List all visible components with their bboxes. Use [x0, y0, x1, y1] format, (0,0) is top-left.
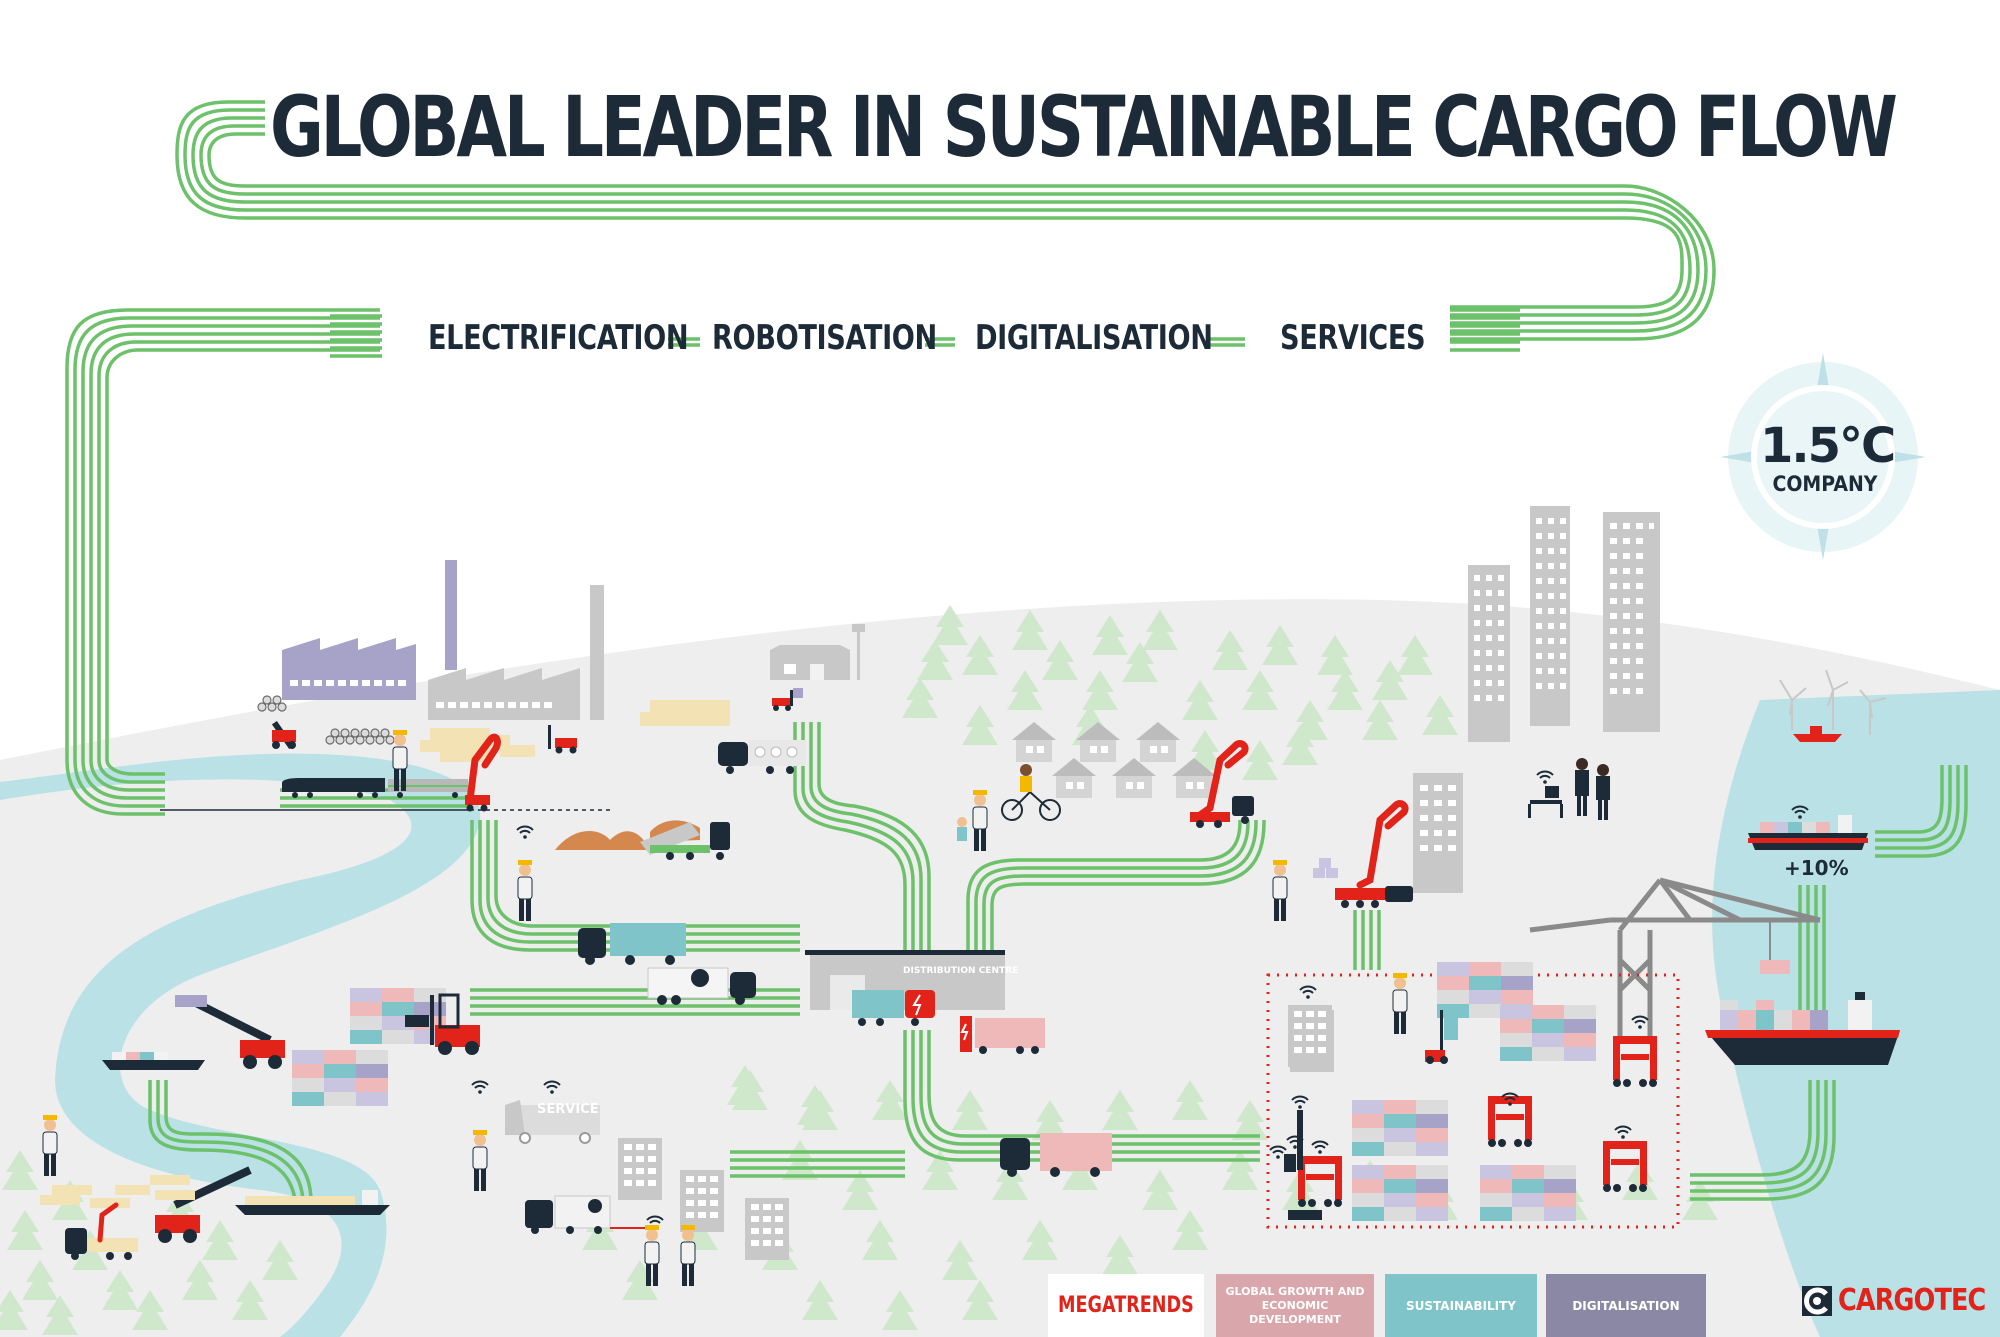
office-workers [1528, 758, 1610, 820]
factory-complex [257, 560, 730, 762]
container-ship-large [1705, 992, 1900, 1065]
legend-global-growth: GLOBAL GROWTH AND ECONOMIC DEVELOPMENT [1216, 1274, 1374, 1337]
charging-post [1284, 1110, 1322, 1220]
megatrend-digitalisation: DIGITALISATION [975, 318, 1213, 358]
badge-label: COMPANY [1772, 472, 1878, 496]
brand: CARGOTEC [1838, 1283, 2000, 1318]
river [0, 753, 481, 1337]
electric-train [160, 778, 610, 811]
heavy-forklift [405, 993, 480, 1055]
service-van [505, 1100, 600, 1144]
brand-name: CARGOTEC [1838, 1283, 1986, 1318]
ship-growth-label: +10% [1784, 856, 1849, 880]
legend-digitalisation: DIGITALISATION [1546, 1274, 1706, 1337]
people-park [957, 764, 1061, 852]
legend-digitalisation-label: DIGITALISATION [1572, 1298, 1680, 1313]
reach-stacker-riverside [175, 995, 285, 1069]
flow-lines [65, 100, 1968, 1201]
megatrend-electrification: ELECTRIFICATION [428, 318, 689, 358]
distribution-centre-label: DISTRIBUTION CENTRE [903, 966, 1019, 976]
legend-megatrends-label: MEGATRENDS [1058, 1293, 1194, 1318]
electric-truck-teal [578, 923, 686, 965]
legend-megatrends: MEGATRENDS [1048, 1274, 1204, 1337]
legend-global-growth-label: GLOBAL GROWTH AND ECONOMIC DEVELOPMENT [1225, 1284, 1365, 1326]
tug-boat [1793, 726, 1842, 742]
ship-to-shore-crane [1529, 877, 1821, 1040]
rail-crane [465, 733, 501, 812]
legend-sustainability-label: SUSTAINABILITY [1406, 1298, 1516, 1313]
barge-lower [235, 1190, 390, 1215]
tanker-truck [718, 740, 806, 774]
service-van-label: SERVICE [537, 1102, 599, 1117]
houses [1012, 722, 1254, 828]
waste-truck [525, 1195, 650, 1234]
legend-megatrends-bg [1048, 1274, 1204, 1337]
skyscrapers [1313, 506, 1660, 908]
wind-turbines [1779, 669, 1887, 735]
compass-icon [1720, 353, 1926, 560]
megatrend-robotisation: ROBOTISATION [712, 318, 937, 358]
riverside-cargo [40, 1175, 195, 1260]
trend-bands [330, 308, 1520, 358]
pink-truck [1000, 1133, 1112, 1177]
hanging-container [1760, 960, 1790, 974]
megatrend-services: SERVICES [1280, 318, 1426, 358]
automated-terminal-zone [1266, 973, 1680, 1229]
dump-truck [555, 820, 730, 860]
page-title: GLOBAL LEADER IN SUSTAINABLE CARGO FLOW [270, 78, 1898, 176]
food-truck [647, 967, 756, 1005]
legend-sustainability: SUSTAINABILITY [1385, 1274, 1537, 1337]
distribution-centre [805, 950, 1045, 1054]
terminal-forklift [1425, 1010, 1458, 1064]
barge-upper [102, 1052, 205, 1070]
container-ship-small [1748, 815, 1868, 850]
warehouse-top [770, 624, 865, 711]
cargotec-logo-icon [1802, 1286, 1832, 1316]
badge-value: 1.5°C [1760, 418, 1896, 474]
